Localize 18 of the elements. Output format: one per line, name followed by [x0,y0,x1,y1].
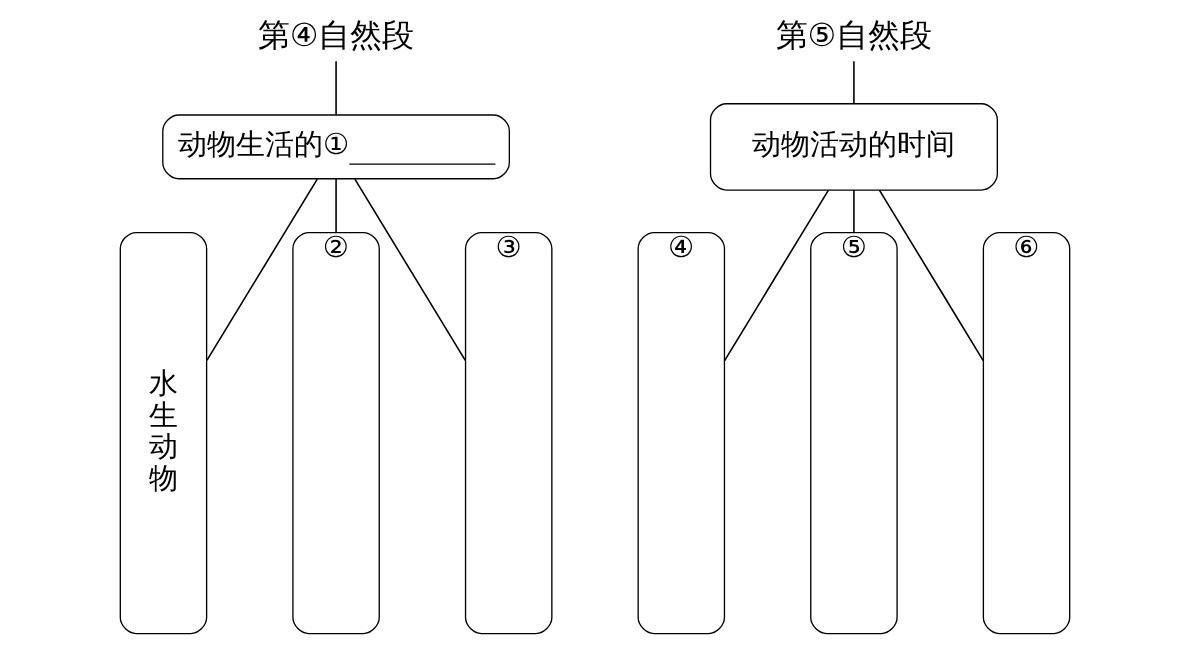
connector [334,178,337,233]
node-box: ⑥ [982,231,1070,635]
node-box: 动物活动的时间 [709,103,998,191]
connector [723,189,829,362]
connector [852,189,855,234]
node-box: ⑤ [809,231,898,635]
connector [878,189,984,362]
connector [353,178,466,362]
connector [205,178,318,362]
node-text: 第④自然段 [257,15,414,54]
node-box: ② [291,231,380,635]
node-box: 动物生活的① [161,114,510,180]
connector [334,60,337,116]
node-box: ④ [637,231,725,635]
connector [852,60,855,105]
node-box: 水生动物 [119,231,207,635]
node-text: 第⑤自然段 [775,15,932,54]
node-box: ③ [464,231,552,635]
